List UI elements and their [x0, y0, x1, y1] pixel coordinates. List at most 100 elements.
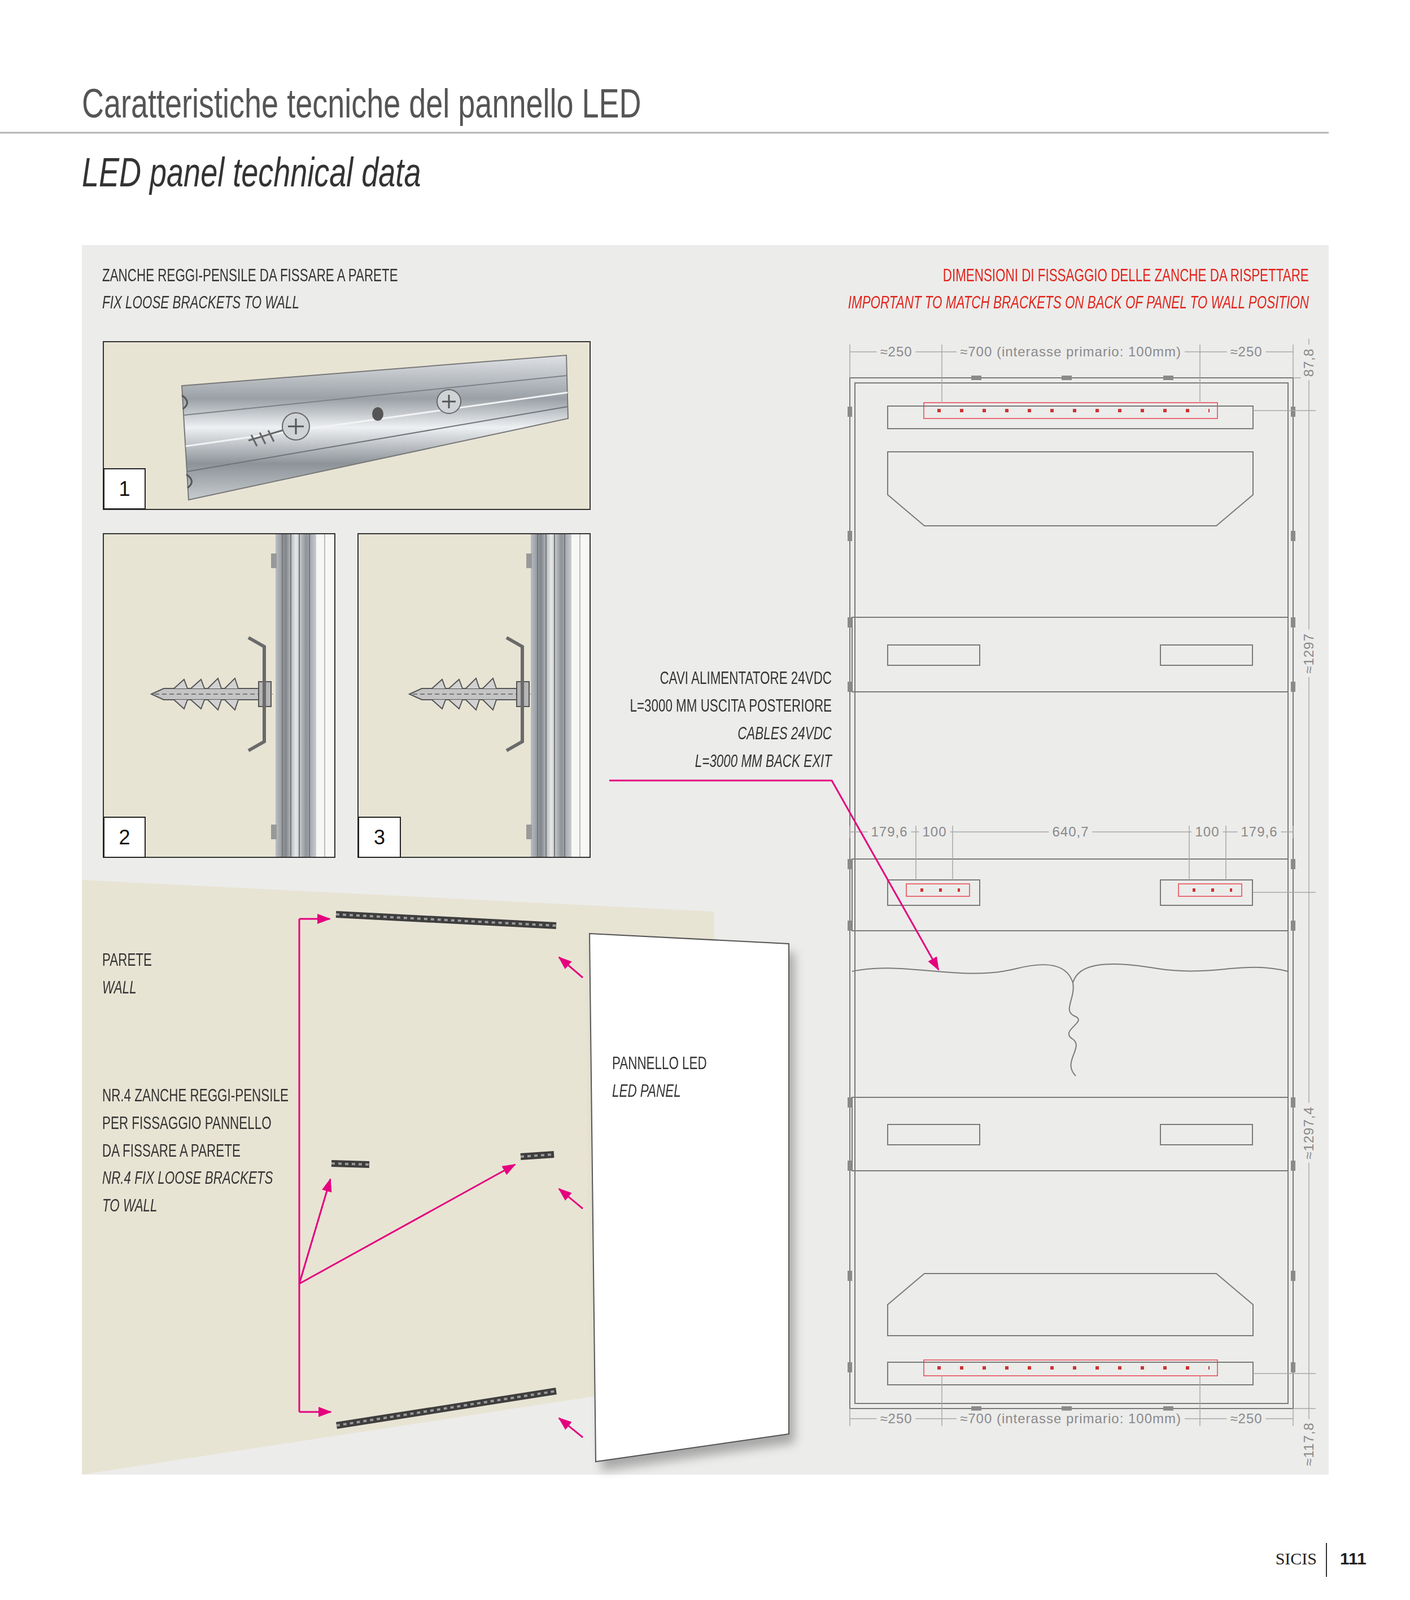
technical-drawing — [1290, 1097, 1296, 1108]
technical-drawing — [887, 879, 980, 906]
technical-drawing — [1290, 406, 1296, 417]
dimension: 179,6 — [1237, 823, 1281, 841]
technical-drawing — [847, 530, 853, 541]
wall — [520, 1154, 554, 1157]
bracket-figure — [103, 341, 591, 510]
technical-drawing — [1253, 377, 1316, 1409]
wall — [335, 914, 557, 926]
wall — [336, 1390, 557, 1426]
bracket-figure — [248, 430, 283, 447]
technical-drawing — [847, 375, 1296, 1411]
technical-drawing — [906, 883, 970, 897]
led-panel: PANNELLO LEDLED PANEL — [589, 933, 789, 1462]
wall — [520, 1154, 554, 1157]
warning-note: IMPORTANT TO MATCH BRACKETS ON BACK OF P… — [848, 291, 1309, 313]
technical-drawing — [887, 451, 1254, 526]
anchor-figure — [151, 533, 335, 858]
technical-drawing — [847, 617, 853, 628]
wall — [299, 1164, 515, 1284]
anchor-figure — [282, 533, 310, 858]
subtitle: LED panel technical data — [81, 147, 421, 197]
anchor-figure — [537, 533, 565, 858]
panel-outline — [589, 933, 789, 1462]
technical-drawing — [1290, 1160, 1296, 1171]
callout-text: 3 — [373, 825, 386, 850]
wall — [331, 1163, 370, 1165]
technical-drawing — [852, 963, 1289, 1076]
cable-note: CAVI ALIMENTATORE 24VDC L=3000 MM USCITA… — [626, 664, 832, 720]
bracket-figure — [186, 406, 568, 472]
callout-text: 1 — [118, 477, 130, 501]
anchor-figure — [103, 533, 335, 858]
technical-drawing — [852, 617, 1289, 692]
wall — [331, 914, 557, 1426]
technical-drawing — [847, 1362, 853, 1373]
wall-label: PARETE — [102, 948, 152, 971]
dimension: ≈1297 — [1301, 629, 1318, 678]
dimension: 87,8 — [1301, 345, 1318, 381]
wall — [559, 1417, 583, 1438]
bracket-figure — [372, 407, 384, 421]
anchor-figure — [151, 637, 273, 751]
wall — [299, 918, 583, 1438]
technical-drawing — [1290, 530, 1296, 541]
technical-drawing — [1160, 644, 1253, 666]
technical-drawing — [1061, 375, 1072, 381]
wall — [559, 957, 583, 978]
anchor-figure — [103, 533, 335, 858]
technical-drawing — [847, 920, 853, 931]
dimension: 640,7 — [1048, 823, 1093, 841]
dimension: ≈250 — [876, 343, 916, 361]
technical-drawing — [920, 888, 960, 892]
page-title: Caratteristiche tecniche del pannello LE… — [81, 79, 642, 128]
anchor-figure — [324, 533, 326, 858]
panel-label: PANNELLO LED — [612, 1051, 707, 1074]
anchor-figure — [526, 553, 532, 569]
anchor-figure — [409, 637, 531, 751]
cable-note: CABLES 24VDC L=3000 MM BACK EXIT — [693, 719, 832, 775]
wall — [331, 1163, 370, 1165]
bracket-note: NR.4 ZANCHE REGGI-PENSILE PER FISSAGGIO … — [102, 1081, 292, 1165]
technical-drawing — [1290, 1362, 1296, 1373]
dimension: 100 — [1191, 823, 1223, 841]
anchor-figure — [316, 533, 335, 858]
wall — [298, 918, 301, 1412]
dimension: ≈250 — [876, 1410, 916, 1427]
page-number: 111 — [1339, 1548, 1367, 1569]
anchor-figure — [409, 533, 591, 858]
technical-drawing — [1192, 888, 1233, 892]
brand-name: SICIS — [1275, 1548, 1317, 1569]
anchor-figure — [530, 533, 572, 858]
technical-drawing — [937, 408, 1210, 413]
anchor-figure — [271, 824, 277, 840]
callout-number: 1 — [103, 468, 146, 510]
technical-drawing — [1290, 1270, 1296, 1281]
bracket-note: NR.4 FIX LOOSE BRACKETS TO WALL — [102, 1163, 292, 1220]
background-panel — [81, 245, 1329, 1475]
anchor-figure — [103, 533, 335, 858]
dimension: ≈117,8 — [1301, 1418, 1318, 1469]
technical-drawing — [1290, 617, 1296, 628]
dimension: ≈700 (interasse primario: 100mm) — [956, 1410, 1185, 1427]
technical-drawing — [1160, 1124, 1253, 1145]
wall — [335, 914, 557, 926]
anchor-figure — [358, 533, 591, 858]
technical-drawing — [1163, 375, 1174, 381]
technical-drawing — [887, 406, 1254, 429]
technical-drawing — [847, 858, 853, 870]
bracket-figure — [282, 412, 310, 440]
technical-drawing — [849, 377, 1294, 1409]
technical-drawing — [847, 1097, 853, 1108]
bracket-figure — [437, 389, 461, 414]
anchor-figure — [358, 533, 591, 858]
technical-drawing — [887, 644, 980, 666]
technical-drawing — [1160, 879, 1253, 906]
bracket-figure — [185, 392, 568, 447]
technical-drawing — [887, 1273, 1254, 1336]
technical-drawing — [847, 1270, 853, 1281]
section-heading: ZANCHE REGGI-PENSILE DA FISSARE A PARETE — [102, 264, 399, 286]
technical-drawing — [852, 858, 1289, 931]
dimension: ≈250 — [1226, 343, 1266, 361]
technical-drawing — [847, 681, 853, 692]
